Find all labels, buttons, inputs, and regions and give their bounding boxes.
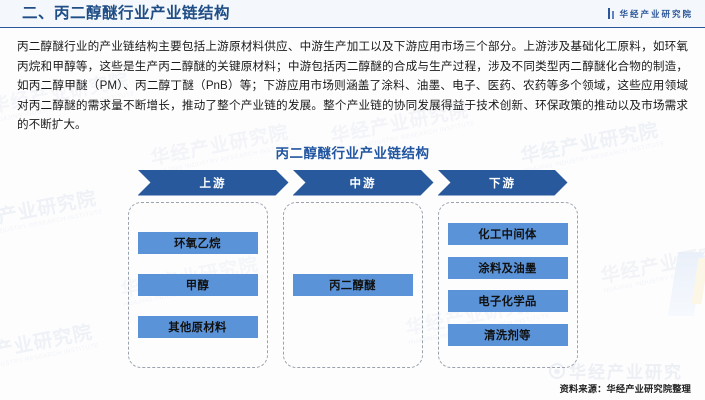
node-item: 涂料及油墨 [447,256,568,279]
node-item: 环氧乙烷 [137,231,258,254]
node-item: 清洗剂等 [447,323,568,346]
stage-label: 中游 [349,177,377,190]
supply-chain-diagram: 丙二醇醚行业产业链结构 上游 中游 下游 环氧乙烷 甲醇 其他原材料 丙二醇醚 … [0,142,705,368]
stage-banner-upstream: 上游 [137,169,289,196]
node-item: 其他原材料 [137,315,258,338]
stage-banner-midstream: 中游 [292,169,434,196]
stage-column-downstream: 化工中间体 涂料及油墨 电子化学品 清洗剂等 [437,201,578,368]
stage-label: 下游 [489,177,516,190]
stage-column-row: 环氧乙烷 甲醇 其他原材料 丙二醇醚 化工中间体 涂料及油墨 电子化学品 清洗剂… [127,201,578,368]
stage-banner-row: 上游 中游 下游 [137,169,568,196]
node-item: 甲醇 [137,273,258,296]
brand-name: 华经产业研究院 [619,8,693,19]
stage-column-upstream: 环氧乙烷 甲醇 其他原材料 [127,201,268,368]
intro-paragraph: 丙二醇醚行业的产业链结构主要包括上游原材料供应、中游生产加工以及下游应用市场三个… [17,40,688,131]
bar-logo-icon [607,8,615,19]
brand-logo: 华经产业研究院 [607,8,693,20]
stage-column-midstream: 丙二醇醚 [282,201,423,368]
stage-label: 上游 [199,177,227,190]
chart-title: 丙二醇醚行业产业链结构 [275,145,430,161]
source-note: 资料来源：华经产业研究院整理 [559,384,691,394]
node-item: 丙二醇醚 [292,273,413,296]
node-item: 电子化学品 [447,290,568,313]
page-header: 二、丙二醇醚行业产业链结构 华经产业研究院 [0,0,705,28]
node-item: 化工中间体 [447,223,568,246]
page-title: 二、丙二醇醚行业产业链结构 [22,4,231,22]
stage-banner-downstream: 下游 [437,169,568,196]
